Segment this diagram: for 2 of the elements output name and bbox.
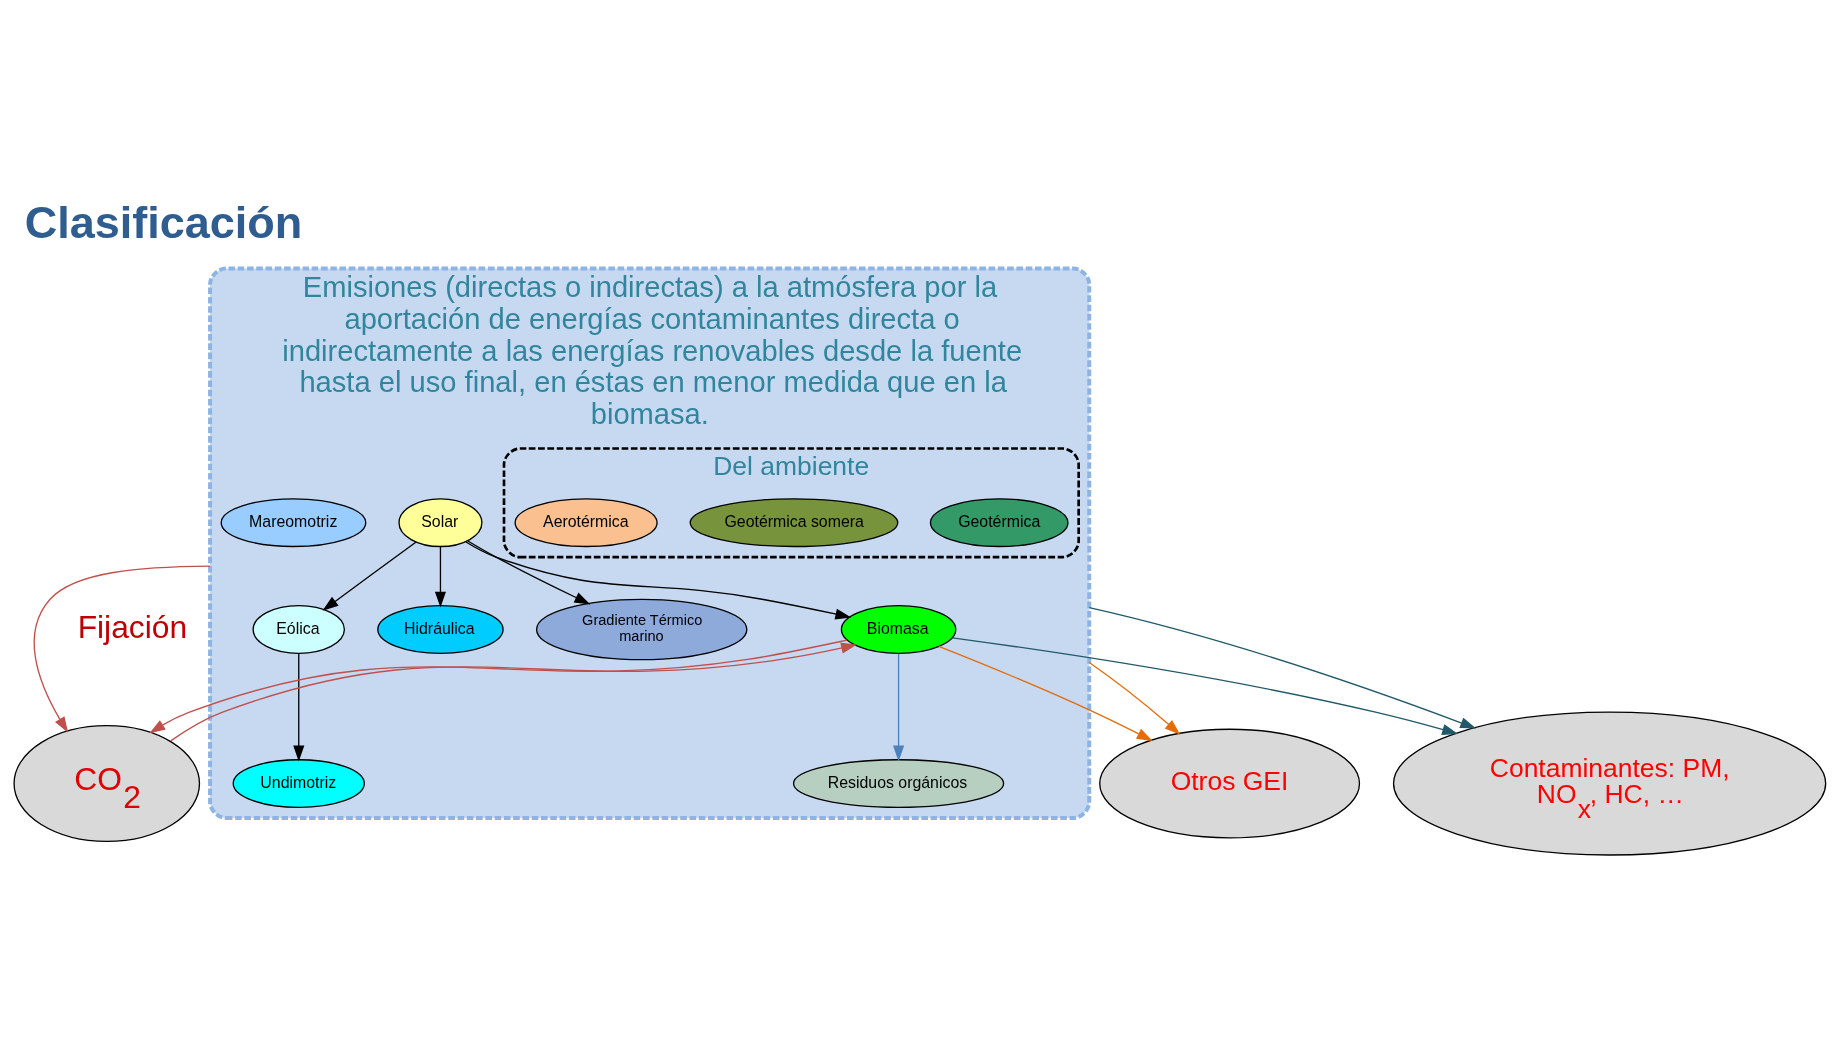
label: Fijación [77, 608, 188, 645]
diagram-title: Clasificación [24, 196, 303, 248]
